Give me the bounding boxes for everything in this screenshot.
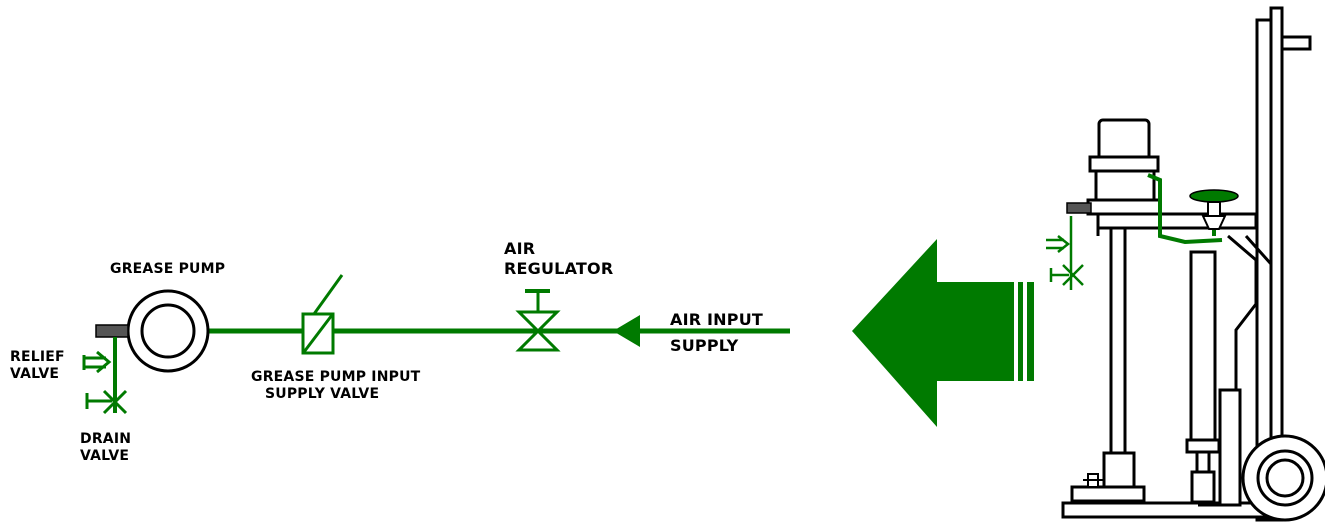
air-input-supply-label-line1: AIR INPUT <box>670 310 764 329</box>
air-input-supply-label-line2: SUPPLY <box>670 336 739 355</box>
relief-valve-label: RELIEF VALVE <box>10 349 65 383</box>
cart-regulator-handwheel-icon <box>1189 189 1239 230</box>
pump-outlet-stub <box>95 324 129 338</box>
air-input-supply-label: AIR INPUT SUPPLY <box>670 310 763 356</box>
drain-valve-label-line2: VALVE <box>80 448 130 464</box>
relief-valve-symbol <box>82 350 112 374</box>
grease-pump-input-supply-valve-symbol <box>301 274 344 355</box>
grease-pump-label: GREASE PUMP <box>110 261 226 277</box>
drain-valve-symbol <box>85 389 128 415</box>
relief-valve-label-line1: RELIEF <box>10 349 65 365</box>
air-regulator-symbol <box>515 289 561 352</box>
grease-pump-input-supply-valve-label: GREASE PUMP INPUT SUPPLY VALVE <box>251 369 420 403</box>
air-regulator-label-line2: REGULATOR <box>504 259 614 278</box>
air-input-arrow <box>613 315 640 347</box>
grease-pump-symbol <box>126 289 210 373</box>
grease-pump-input-supply-valve-label-line1: GREASE PUMP INPUT <box>251 369 421 385</box>
relief-valve-label-line2: VALVE <box>10 366 60 382</box>
grease-pump-input-supply-valve-label-line2: SUPPLY VALVE <box>265 386 380 402</box>
air-regulator-label: AIR REGULATOR <box>504 239 613 279</box>
drain-valve-label: DRAIN VALVE <box>80 431 131 465</box>
large-direction-arrow <box>852 239 1034 427</box>
cart-drain-valve-icon <box>1049 264 1084 286</box>
air-regulator-label-line1: AIR <box>504 239 536 258</box>
grease-pump-cart <box>1061 6 1325 522</box>
drain-valve-label-line1: DRAIN <box>80 431 132 447</box>
